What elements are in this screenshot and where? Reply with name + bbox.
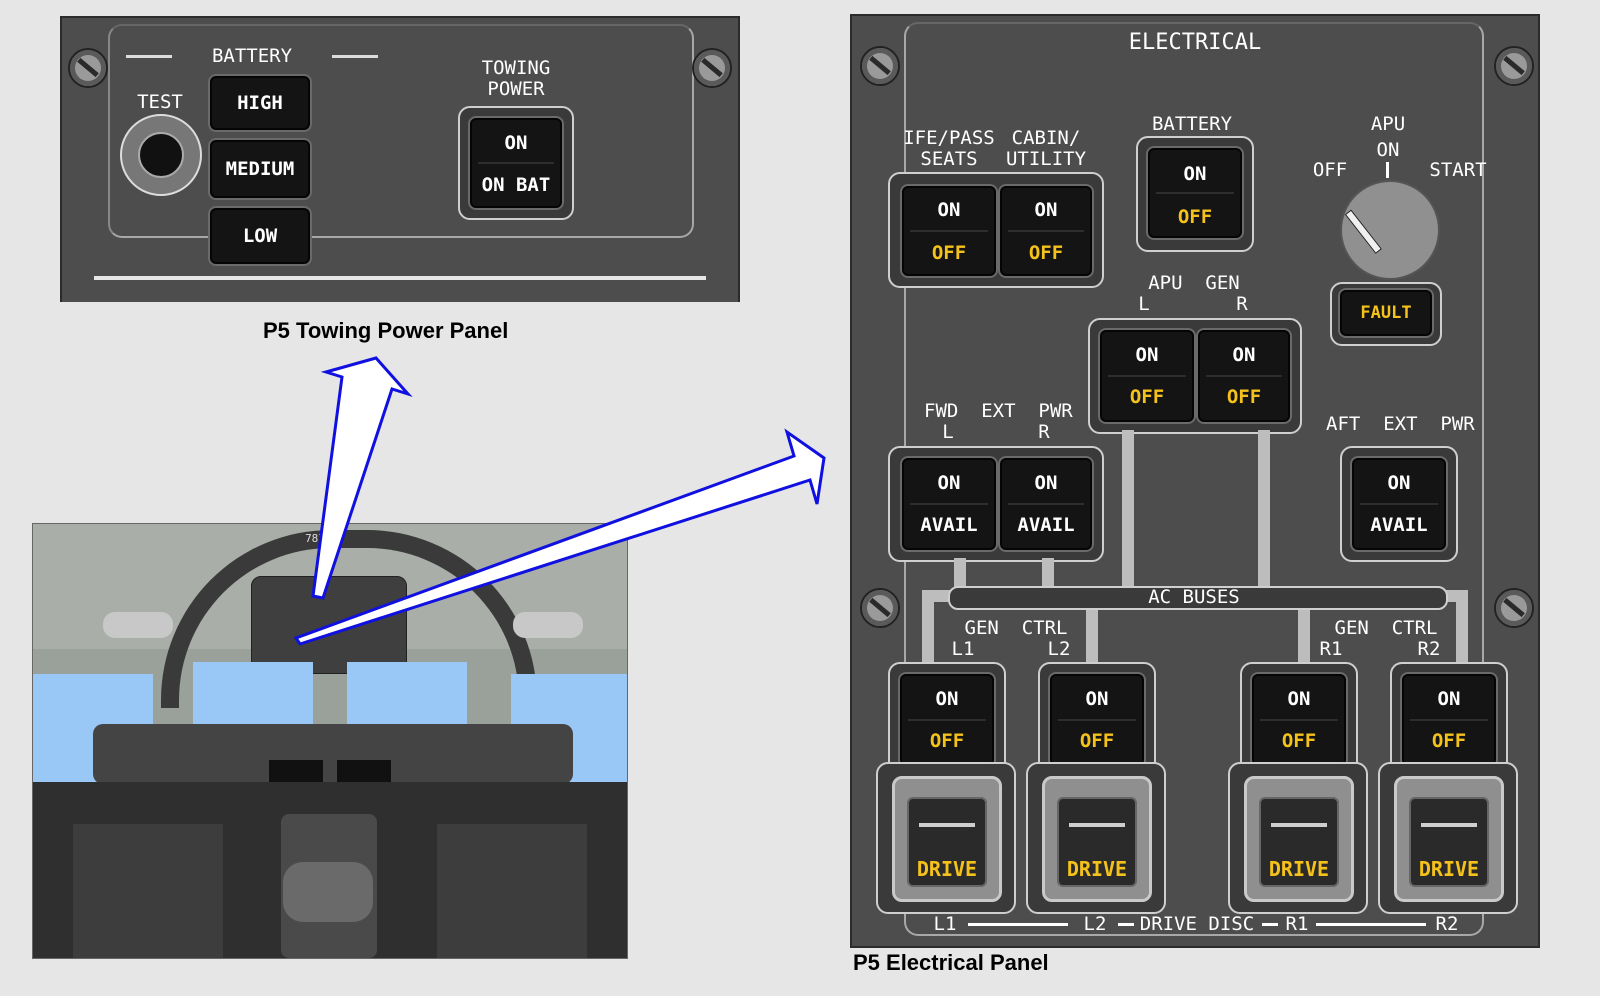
drive-disc-l1-label: L1 — [933, 913, 957, 935]
screw-icon — [860, 46, 900, 86]
bus-wire — [1122, 430, 1134, 590]
ife-pass-seats-switch[interactable]: ON OFF — [902, 186, 996, 276]
seat-left — [73, 824, 223, 958]
arrow-to-towing-panel — [311, 356, 413, 600]
throttle — [283, 862, 373, 922]
apu-gen-label: APU GEN — [1148, 272, 1240, 294]
aft-ext-pwr-label: AFT EXT PWR — [1326, 413, 1475, 435]
ac-buses-bar — [948, 586, 1448, 610]
apu-fault-light: FAULT — [1340, 290, 1432, 336]
gen-ctrl-l1-switch[interactable]: ON OFF — [900, 674, 994, 766]
apu-gen-r-switch[interactable]: ON OFF — [1198, 330, 1290, 422]
drive-disc-rule — [1262, 923, 1278, 926]
screw-icon — [68, 48, 108, 88]
side-lamp-left — [103, 612, 173, 638]
drive-disc-rule — [1316, 923, 1426, 926]
screw-icon — [1494, 46, 1534, 86]
drive-disc-r1-switch[interactable]: DRIVE — [1244, 776, 1354, 902]
drive-disc-l2-label: L2 — [1083, 913, 1107, 935]
apu-tick-on — [1386, 162, 1389, 178]
fwd-ext-pwr-r-switch[interactable]: ON AVAIL — [1000, 458, 1092, 550]
electrical-panel-caption: P5 Electrical Panel — [853, 950, 1049, 975]
apu-on-label: ON — [1376, 139, 1400, 161]
test-label: TEST — [137, 91, 183, 113]
drive-disc-r2-label: R2 — [1435, 913, 1459, 935]
towing-power-panel: BATTERY TEST HIGH MEDIUM LOW TOWING POWE… — [60, 16, 740, 302]
towing-power-button[interactable]: ON ON BAT — [470, 118, 562, 208]
drive-disc-label: DRIVE DISC — [1139, 913, 1255, 935]
apu-label: APU — [1370, 113, 1406, 135]
battery-title: BATTERY — [172, 46, 332, 67]
apu-selector-pointer — [1344, 209, 1382, 254]
electrical-panel: ELECTRICAL IFE/PASS SEATS CABIN/ UTILITY… — [850, 14, 1540, 948]
battery-label: BATTERY — [1151, 113, 1233, 135]
gen-ctrl-right-label: GEN CTRL — [1334, 617, 1438, 639]
apu-gen-r-label: R — [1236, 293, 1248, 315]
seat-right — [437, 824, 587, 958]
bus-wire — [954, 558, 966, 590]
apu-off-label: OFF — [1312, 159, 1348, 181]
gen-ctrl-l1-label: L1 — [951, 638, 975, 660]
ac-buses-label: AC BUSES — [1148, 586, 1240, 608]
fwd-ext-pwr-l-label: L — [942, 421, 954, 443]
apu-start-label: START — [1429, 159, 1487, 181]
screw-icon — [860, 588, 900, 628]
apu-gen-l-switch[interactable]: ON OFF — [1100, 330, 1194, 422]
fwd-ext-pwr-r-label: R — [1038, 421, 1050, 443]
battery-low-button[interactable]: LOW — [210, 208, 310, 264]
drive-disc-r2-switch[interactable]: DRIVE — [1394, 776, 1504, 902]
instrument-panel — [93, 724, 573, 784]
bus-wire — [1042, 558, 1054, 590]
gen-ctrl-left-label: GEN CTRL — [964, 617, 1068, 639]
gen-ctrl-r2-switch[interactable]: ON OFF — [1402, 674, 1496, 766]
towing-panel-bottom-rule — [94, 276, 706, 280]
drive-disc-rule — [968, 923, 1068, 926]
electrical-title: ELECTRICAL — [1128, 30, 1262, 55]
arrow-to-electrical-panel — [293, 428, 826, 646]
battery-switch[interactable]: ON OFF — [1148, 148, 1242, 238]
towing-power-label: TOWING POWER — [481, 57, 551, 100]
towing-panel-caption: P5 Towing Power Panel — [263, 318, 509, 343]
drive-disc-l1-switch[interactable]: DRIVE — [892, 776, 1002, 902]
side-lamp-right — [513, 612, 583, 638]
window-center-left — [193, 662, 313, 732]
battery-medium-button[interactable]: MEDIUM — [210, 140, 310, 198]
fwd-ext-pwr-l-switch[interactable]: ON AVAIL — [902, 458, 996, 550]
window-center-right — [347, 662, 467, 732]
cockpit-illustration: 787 — [32, 523, 628, 959]
test-button-cap — [138, 132, 184, 178]
apu-gen-l-label: L — [1138, 293, 1150, 315]
bus-wire — [922, 590, 934, 664]
ife-pass-seats-label: IFE/PASS SEATS — [903, 127, 995, 170]
cabin-utility-label: CABIN/ UTILITY — [1005, 127, 1087, 170]
aft-ext-pwr-switch[interactable]: ON AVAIL — [1352, 458, 1446, 550]
cabin-utility-switch[interactable]: ON OFF — [1000, 186, 1092, 276]
screw-icon — [692, 48, 732, 88]
gen-ctrl-l2-switch[interactable]: ON OFF — [1050, 674, 1144, 766]
screw-icon — [1494, 588, 1534, 628]
drive-disc-r1-label: R1 — [1285, 913, 1309, 935]
fwd-ext-pwr-label: FWD EXT PWR — [924, 400, 1073, 422]
gen-ctrl-r1-switch[interactable]: ON OFF — [1252, 674, 1346, 766]
apu-selector-knob[interactable] — [1340, 180, 1440, 280]
bus-wire — [1456, 590, 1468, 664]
gen-ctrl-l2-label: L2 — [1047, 638, 1071, 660]
test-button[interactable] — [120, 114, 202, 196]
bus-wire — [1258, 430, 1270, 590]
drive-disc-l2-switch[interactable]: DRIVE — [1042, 776, 1152, 902]
battery-high-button[interactable]: HIGH — [210, 76, 310, 130]
gen-ctrl-r2-label: R2 — [1417, 638, 1441, 660]
drive-disc-rule — [1118, 923, 1134, 926]
towing-panel-inner-border — [108, 24, 694, 238]
gen-ctrl-r1-label: R1 — [1319, 638, 1343, 660]
